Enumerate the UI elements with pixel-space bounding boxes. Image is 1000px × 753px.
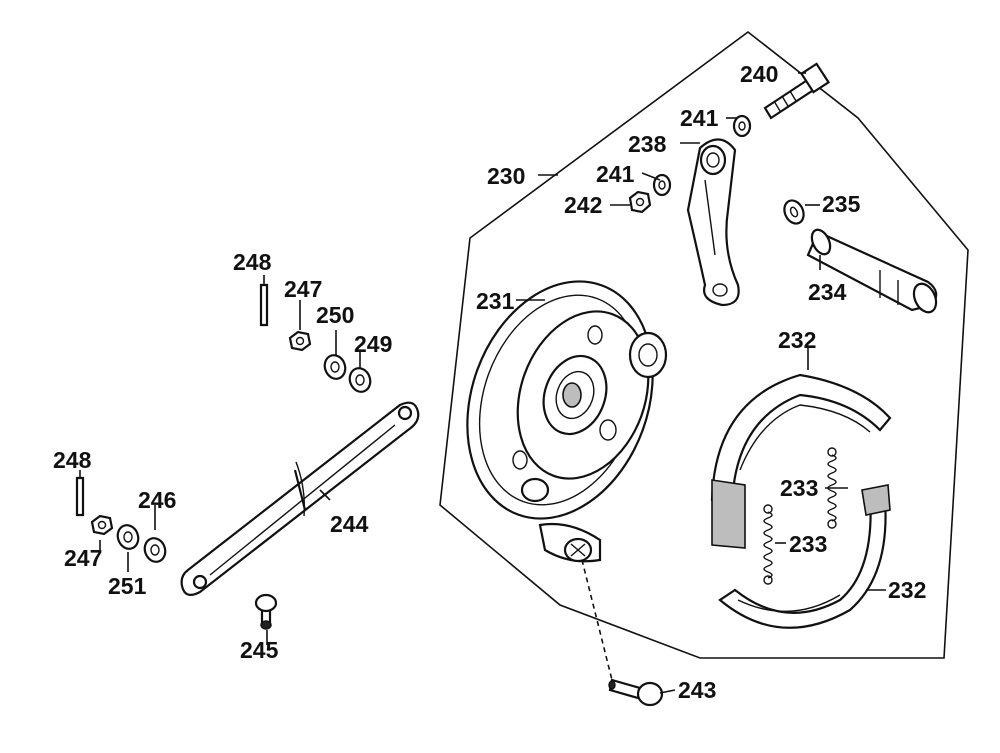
label-241-lower: 241 xyxy=(596,161,635,187)
label-243: 243 xyxy=(678,677,716,703)
label-230: 230 xyxy=(487,163,525,189)
torque-link-244[interactable] xyxy=(180,401,420,597)
bolt-243[interactable] xyxy=(608,678,664,707)
label-235: 235 xyxy=(822,191,861,217)
label-244: 244 xyxy=(330,511,369,537)
leader-243-dashed xyxy=(581,559,613,681)
washer-249[interactable] xyxy=(346,365,373,394)
label-247-upper: 247 xyxy=(284,276,322,302)
washer-246[interactable] xyxy=(141,535,168,564)
spring-233-lower[interactable] xyxy=(763,504,773,585)
washer-250[interactable] xyxy=(321,352,348,381)
label-249: 249 xyxy=(354,331,392,357)
washer-251[interactable] xyxy=(114,522,141,551)
pin-248-upper[interactable] xyxy=(259,283,269,327)
label-233-upper: 233 xyxy=(780,475,818,501)
label-232-upper: 232 xyxy=(778,327,816,353)
cam-shaft-234[interactable] xyxy=(806,227,940,316)
label-233-lower: 233 xyxy=(789,531,827,557)
brake-shoe-232-upper[interactable] xyxy=(710,373,892,549)
nut-242[interactable] xyxy=(628,190,652,214)
label-241-upper: 241 xyxy=(680,105,719,131)
bolt-245[interactable] xyxy=(254,593,278,630)
label-246: 246 xyxy=(138,487,176,513)
leader-lines xyxy=(79,72,886,694)
label-245: 245 xyxy=(240,637,279,663)
label-242: 242 xyxy=(564,192,602,218)
label-231: 231 xyxy=(476,288,515,314)
washer-235[interactable] xyxy=(781,197,807,226)
label-251: 251 xyxy=(108,573,147,599)
washer-241-upper[interactable] xyxy=(732,114,752,138)
nut-247-lower[interactable] xyxy=(90,514,114,536)
label-247-lower: 247 xyxy=(64,545,102,571)
label-232-lower: 232 xyxy=(888,577,926,603)
nut-247-upper[interactable] xyxy=(288,330,312,352)
label-238: 238 xyxy=(628,131,667,157)
brake-panel-231[interactable] xyxy=(436,255,685,563)
label-248-lower: 248 xyxy=(53,447,92,473)
assembly-230-outline xyxy=(439,30,969,659)
label-234: 234 xyxy=(808,279,847,305)
label-248-upper: 248 xyxy=(233,249,272,275)
label-240: 240 xyxy=(740,61,778,87)
pin-248-lower[interactable] xyxy=(75,476,85,517)
bolt-240[interactable] xyxy=(763,62,831,120)
part-labels: 230 231 232 232 233 233 234 235 238 240 … xyxy=(53,61,926,703)
brake-shoe-232-lower[interactable] xyxy=(718,484,891,629)
label-250: 250 xyxy=(316,302,354,328)
brake-arm-238[interactable] xyxy=(686,138,740,307)
